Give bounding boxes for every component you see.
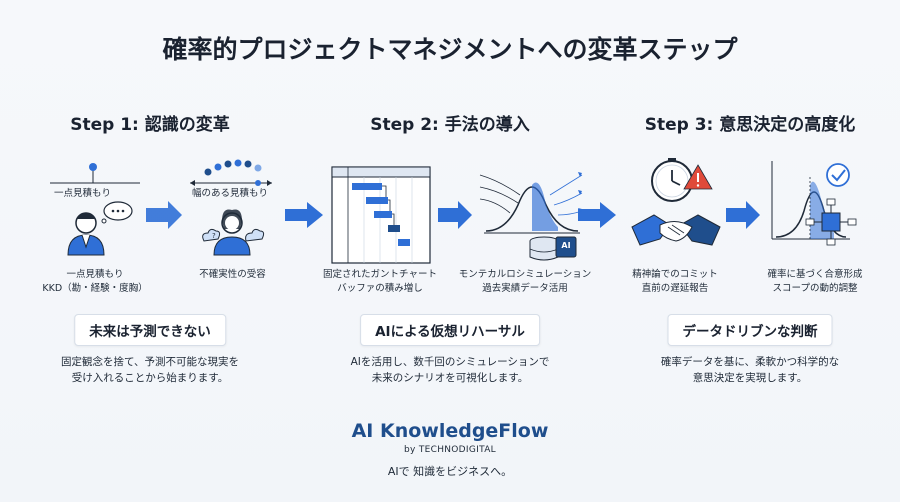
step-3-key-message: データドリブンな判断	[667, 314, 833, 346]
step-3-right-caption: 確率に基づく合意形成 スコープの動的調整	[767, 269, 863, 294]
step-2-key-message: AIによる仮想リハーサル	[360, 314, 540, 346]
step-2-heading: Step 2: 手法の導入	[370, 115, 530, 135]
step-1-illustration: ?	[50, 159, 272, 256]
brand-byline: by TECHNODIGITAL	[404, 445, 496, 455]
step-1-to-2-arrow	[285, 202, 323, 228]
handshake-icon	[631, 214, 721, 246]
step-1-key-message: 未来は予測できない	[74, 314, 226, 346]
step-1-heading: Step 1: 認識の変革	[70, 115, 230, 135]
step-1-right-caption: 不確実性の受容	[199, 269, 266, 280]
step-1-column: Step 1: 認識の変革	[0, 110, 300, 390]
person-balancing-icon: ?	[202, 209, 265, 256]
step-2-inner-arrow	[438, 201, 472, 229]
step-2-description: AIを活用し、数千回のシミュレーションで 未来のシナリオを可視化します。	[350, 356, 550, 384]
step-3-illustration	[631, 158, 857, 246]
range-estimate-icon	[190, 159, 272, 186]
step-2-illustration	[331, 166, 583, 264]
step-1-description: 固定観念を捨て、予測不可能な現実を 受け入れることから始まります。	[61, 356, 239, 384]
clock-icon	[651, 158, 693, 202]
step-3-description: 確率データを基に、柔軟かつ科学的な 意思決定を実現します。	[660, 356, 840, 384]
monte-carlo-icon	[479, 172, 583, 234]
step-3-left-caption: 精神論でのコミット 直前の遅延報告	[632, 269, 718, 294]
step-3-inner-arrow	[726, 201, 760, 229]
step-2-right-caption: モンテカルロシミュレーション 過去実績データ活用	[458, 269, 592, 294]
step-1-right-top-label: 幅のある見積もり	[192, 188, 269, 199]
point-estimate-icon	[50, 163, 140, 184]
ai-chip-label: AI	[561, 241, 571, 250]
step-3-column: Step 3: 意思決定の高度化	[600, 110, 900, 390]
step-3-heading: Step 3: 意思決定の高度化	[644, 115, 856, 135]
step-1-left-top-label: 一点見積もり	[54, 188, 112, 199]
step-2-left-caption: 固定されたガントチャート バッファの積み増し	[323, 269, 437, 294]
brand-tagline: AIで 知識をビジネスへ。	[387, 465, 513, 478]
brand-logo-text: AI KnowledgeFlow	[351, 420, 549, 442]
svg-text:?: ?	[212, 232, 216, 240]
database-icon	[529, 236, 559, 261]
gantt-chart-icon	[331, 166, 431, 264]
scope-adjust-icon	[805, 198, 857, 246]
warning-icon	[683, 164, 713, 190]
check-icon	[826, 163, 850, 187]
step-2-to-3-arrow	[578, 202, 616, 228]
ai-chip-icon	[555, 236, 577, 258]
step-2-column: Step 2: 手法の導入	[300, 110, 600, 390]
page-title: 確率的プロジェクトマネジメントへの変革ステップ	[162, 35, 738, 64]
person-thinking-icon	[67, 201, 133, 256]
step-1-left-caption: 一点見積もり KKD（勘・経験・度胸）	[42, 269, 148, 294]
step-1-inner-arrow	[146, 201, 182, 229]
